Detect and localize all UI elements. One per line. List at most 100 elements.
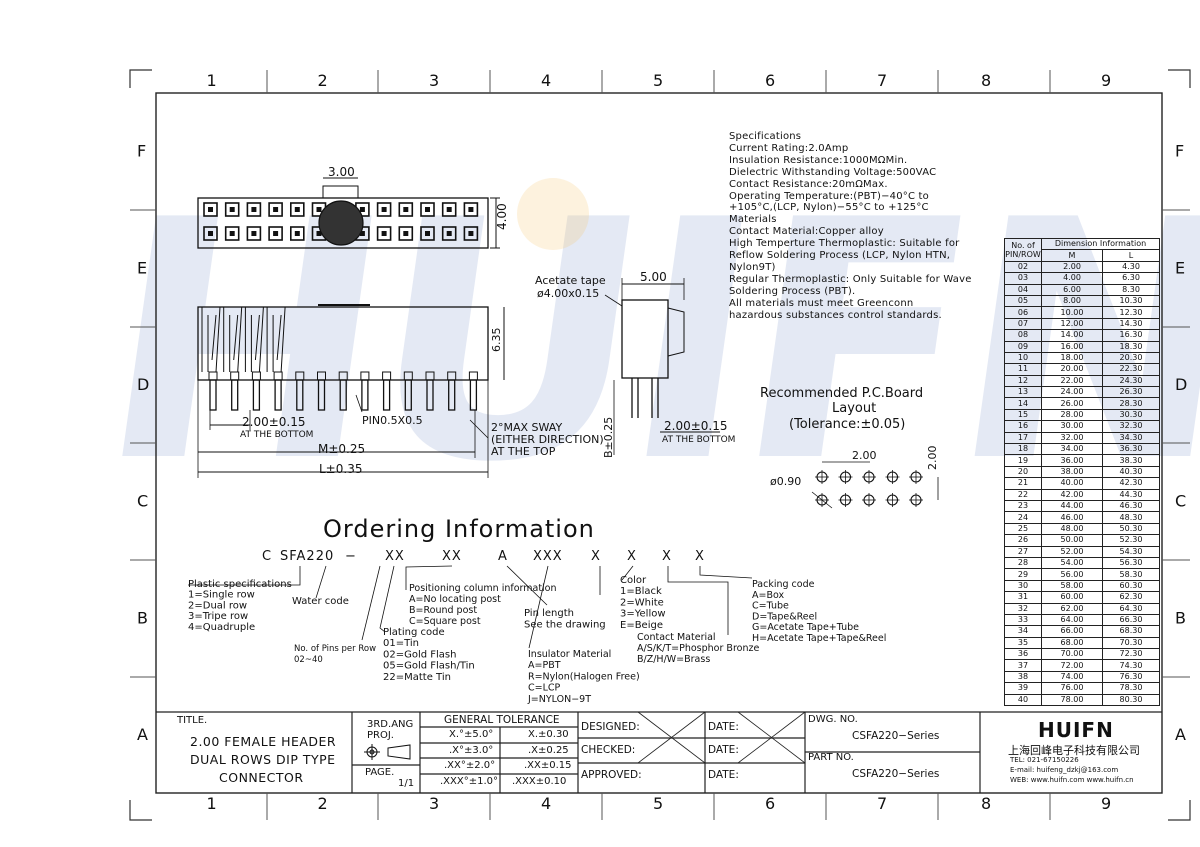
tape-dim-label: ø4.00x0.15 (537, 287, 599, 300)
contact-outline (266, 306, 286, 373)
code-part: X (662, 549, 672, 564)
tolerance-angle-2: .X°±3.0° (449, 745, 494, 756)
spec-line: All materials must meet Greenconn (729, 297, 914, 309)
pin-shoulder (360, 371, 370, 381)
end-view (604, 278, 720, 455)
plating-code-line: 01=Tin (383, 638, 419, 649)
m-value-cell: 22.00 (1041, 374, 1103, 388)
pin-square (246, 202, 262, 217)
spec-line: Insulation Resistance:1000MΩMin. (729, 154, 908, 166)
pin-dot (294, 207, 300, 212)
l-dimension-label: L±0.35 (319, 462, 362, 476)
pin-count-cell: 33 (1004, 613, 1042, 627)
table-header-m: M (1041, 249, 1103, 262)
company-tel: TEL: 021-67150226 (1010, 756, 1079, 764)
m-value-cell: 78.00 (1041, 693, 1103, 707)
code-part: X (695, 549, 705, 564)
grid-col-label: 3 (429, 794, 439, 813)
tolerance-linear-1: X.±0.30 (528, 729, 569, 740)
grid-row-label: D (1175, 375, 1187, 394)
pin-square (463, 226, 479, 241)
pin-square (268, 226, 283, 241)
m-value-cell: 38.00 (1041, 465, 1103, 479)
l-value-cell: 24.30 (1102, 374, 1160, 388)
pin-dot (229, 207, 235, 212)
color-line: Color (620, 575, 647, 586)
contact-material-line: Contact Material (637, 632, 716, 643)
m-value-cell: 70.00 (1041, 648, 1103, 661)
m-value-cell: 14.00 (1041, 329, 1103, 342)
grid-row-label: B (1175, 609, 1186, 628)
checked-label: CHECKED: (581, 744, 636, 756)
m-value-cell: 58.00 (1041, 579, 1103, 593)
pin-dot (403, 231, 409, 236)
code-part: SFA220 (280, 549, 334, 564)
pin-count-cell: 36 (1004, 648, 1042, 661)
packing-code-line: C=Tube (752, 601, 789, 612)
grid-col-label: 4 (541, 71, 551, 90)
specifications-block: Specifications Current Rating:2.0Amp Ins… (729, 131, 989, 322)
code-part: C (262, 549, 272, 564)
spec-line: Nylon9T) (729, 261, 776, 273)
m-value-cell: 72.00 (1041, 659, 1103, 672)
contact-outline (201, 306, 221, 373)
insulator-line: A=PBT (528, 660, 561, 671)
pin-dot (381, 231, 387, 236)
proj-label-1: 3RD.ANG (367, 719, 414, 730)
l-value-cell: 64.30 (1102, 602, 1160, 615)
l-value-cell: 30.30 (1102, 408, 1160, 422)
pin-count-cell: 19 (1004, 454, 1042, 467)
m-value-cell: 52.00 (1041, 545, 1103, 558)
l-value-cell: 8.30 (1102, 283, 1160, 296)
page-value: 1/1 (398, 778, 415, 789)
company-web: WEB: www.huifn.com www.huifn.cn (1010, 776, 1134, 784)
date-label-1: DATE: (708, 721, 739, 733)
l-value-cell: 32.30 (1102, 420, 1160, 433)
grid-col-label: 2 (318, 71, 328, 90)
grid-col-label: 7 (877, 794, 887, 813)
side-pin (274, 379, 282, 411)
pin-count-cell: 20 (1004, 465, 1042, 479)
pin-square (246, 226, 262, 241)
pin-count-cell: 25 (1004, 522, 1042, 536)
code-part: − (345, 549, 357, 564)
spec-line: Reflow Soldering Process (LCP, Nylon HTN… (729, 250, 951, 262)
side-pin (252, 379, 261, 411)
m-value-cell: 66.00 (1041, 625, 1103, 638)
pin-count-cell: 10 (1004, 351, 1042, 365)
l-value-cell: 56.30 (1102, 556, 1160, 570)
pin-count-cell: 09 (1004, 340, 1042, 353)
pin-count-cell: 31 (1004, 591, 1042, 604)
grid-col-label: 6 (765, 71, 775, 90)
m-value-cell: 12.00 (1041, 317, 1103, 331)
side-pin (317, 379, 326, 411)
pin-shoulder (230, 371, 240, 381)
insulator-line: J=NYLON−9T (527, 694, 591, 705)
m-value-cell: 76.00 (1041, 682, 1103, 695)
l-value-cell: 42.30 (1102, 477, 1160, 490)
title-block-lines (156, 711, 1162, 793)
pin-dot (468, 207, 474, 212)
pin-square (224, 202, 240, 217)
dwg-no-label: DWG. NO. (808, 714, 858, 725)
pin-count-cell: 21 (1004, 477, 1042, 490)
pin-count-cell: 38 (1004, 670, 1042, 684)
top-width-label: 3.00 (328, 165, 355, 179)
grid-row-label: A (1175, 725, 1186, 744)
m-value-cell: 74.00 (1041, 670, 1103, 684)
company-email: E-mail: huifeng_dzkj@163.com (1010, 766, 1119, 774)
l-value-cell: 12.30 (1102, 306, 1160, 319)
l-value-cell: 6.30 (1102, 272, 1160, 285)
pin-length-line: Pin length (524, 608, 574, 619)
m-value-cell: 18.00 (1041, 351, 1103, 365)
pin-count-cell: 30 (1004, 579, 1042, 593)
